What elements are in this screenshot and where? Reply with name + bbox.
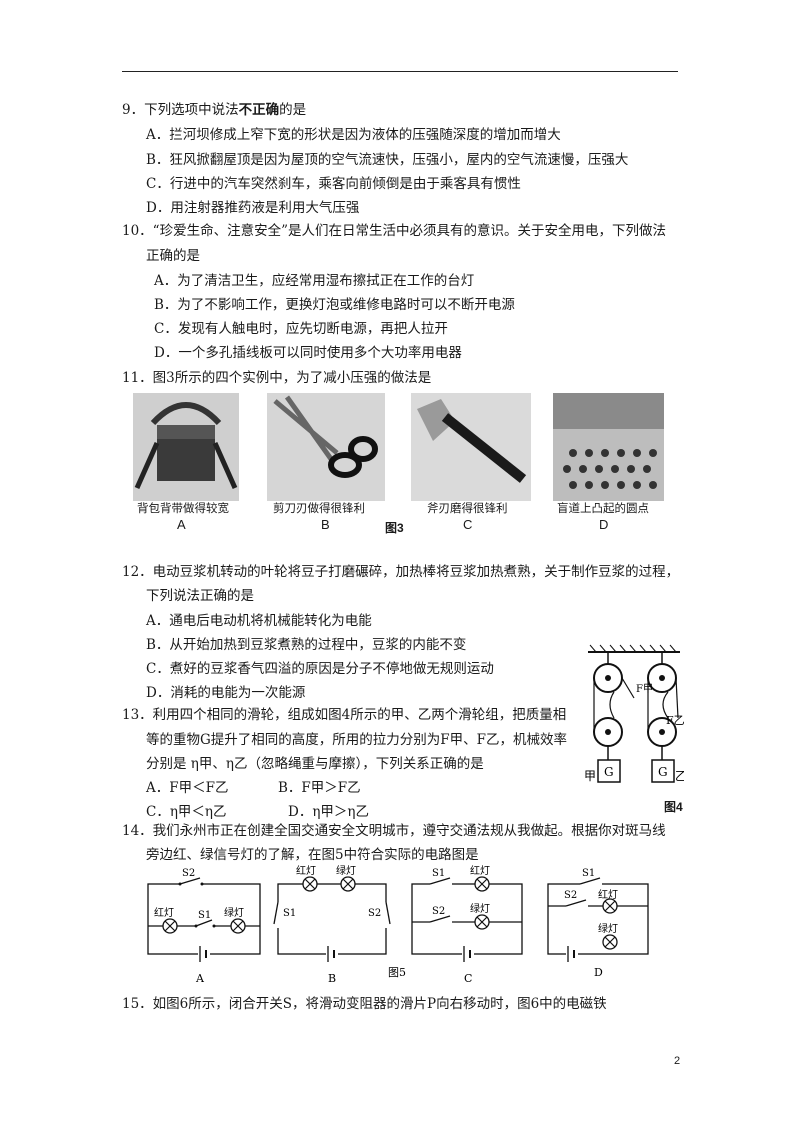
q14-stem-line2: 旁边红、绿信号灯的了解，在图5中符合实际的电路图是 [146,847,479,863]
caption-a: 背包背带做得较宽 [137,501,229,515]
weight-left-label: G [604,765,614,779]
photo-axe [411,393,531,501]
d-red-lamp-label: 红灯 [598,888,618,901]
q9-option-d: D．用注射器推药液是利用大气压强 [146,200,360,216]
q9-option-a: A．拦河坝修成上窄下宽的形状是因为液体的压强随深度的增加而增大 [146,127,561,143]
q9-stem: 9．下列选项中说法不正确的是 [122,101,306,119]
q11-stem: 11．图3所示的四个实例中，为了减小压强的做法是 [122,370,432,386]
q12-option-c: C．煮好的豆浆香气四溢的原因是分子不停地做无规则运动 [146,661,494,677]
caption-d: 盲道上凸起的圆点 [557,501,649,515]
figure-3-title: 图3 [385,521,404,535]
c-s1-label: S1 [432,868,445,879]
a-s1-label: S1 [198,910,211,921]
photo-tactile-paving [553,393,664,501]
q13-option-d: D．η甲＞η乙 [288,804,369,820]
caption-b: 剪刀刃做得很锋利 [273,501,365,515]
d-s2-label: S2 [564,890,577,901]
d-green-lamp-label: 绿灯 [598,922,618,935]
q12-option-a: A．通电后电动机将机械能转化为电能 [146,613,372,629]
q12-option-b: B．从开始加热到豆浆煮熟的过程中，豆浆的内能不变 [146,637,467,653]
q13-stem-line3: 分别是 η甲、η乙（忽略绳重与摩擦），下列关系正确的是 [146,756,484,772]
q9-stem-pre: 9．下列选项中说法 [122,102,239,118]
weight-right-label: G [658,765,668,779]
q10-stem-line2: 正确的是 [146,248,200,264]
letter-d: D [599,517,609,532]
circuit-letter-d: D [594,966,603,979]
circuit-letter-a: A [195,972,205,985]
photo-scissors [267,393,385,501]
q9-option-c: C．行进中的汽车突然刹车，乘客向前倾倒是由于乘客具有惯性 [146,176,521,192]
pulley-right-label: 乙 [675,769,684,783]
figure-4-pulleys: F甲 F乙 G G 甲 乙 [584,644,684,783]
q13-option-a: A．F甲＜F乙 [146,780,229,796]
b-s2-label: S2 [368,908,381,919]
b-red-lamp-label: 红灯 [296,864,316,877]
c-s2-label: S2 [432,906,445,917]
q10-option-d: D．一个多孔插线板可以同时使用多个大功率用电器 [154,345,462,361]
figure-5-circuits: S2 红灯 S1 绿灯 A 红灯 绿灯 S1 S2 B S1 红灯 S2 绿灯 … [147,864,649,985]
letter-b: B [321,517,330,532]
figure-5-title: 图5 [388,966,406,979]
force-right-label: F乙 [666,714,684,727]
q15-stem: 15．如图6所示，闭合开关S，将滑动变阻器的滑片P向右移动时，图6中的电磁铁 [122,996,607,1012]
header-rule [122,71,678,72]
q9-stem-post: 的是 [279,102,307,118]
photo-backpack [133,393,239,501]
q13-stem-line2: 等的重物G提升了相同的高度，所用的拉力分别为F甲、F乙，机械效率 [146,732,568,748]
q9-stem-bold: 不正确 [238,102,280,118]
figure-4-title: 图4 [664,800,683,814]
circuit-letter-c: C [464,972,472,985]
q10-stem-line1: 10．“珍爱生命、注意安全”是人们在日常生活中必须具有的意识。关于安全用电，下列… [122,223,666,239]
q13-option-c: C．η甲＜η乙 [146,804,227,820]
caption-c: 斧刃磨得很锋利 [427,501,508,515]
a-s2-label: S2 [182,868,195,879]
q13-option-b: B．F甲＞F乙 [278,780,361,796]
c-green-lamp-label: 绿灯 [470,902,490,915]
page-number: 2 [674,1055,681,1067]
c-red-lamp-label: 红灯 [470,864,490,877]
b-s1-label: S1 [283,908,296,919]
circuit-letter-b: B [328,972,336,985]
q14-stem-line1: 14．我们永州市正在创建全国交通安全文明城市，遵守交通法规从我做起。根据你对斑马… [122,823,666,839]
q9-option-b: B．狂风掀翻屋顶是因为屋顶的空气流速快，压强小，屋内的空气流速慢，压强大 [146,152,629,168]
q10-option-c: C．发现有人触电时，应先切断电源，再把人拉开 [154,321,448,337]
a-green-lamp-label: 绿灯 [224,906,244,919]
d-s1-label: S1 [582,868,595,879]
q10-option-b: B．为了不影响工作，更换灯泡或维修电路时可以不断开电源 [154,297,515,313]
pulley-left-label: 甲 [584,769,596,783]
q12-stem-line2: 下列说法正确的是 [146,588,254,604]
q10-option-a: A．为了清洁卫生，应经常用湿布擦拭正在工作的台灯 [154,273,475,289]
letter-a: A [177,517,186,532]
a-red-lamp-label: 红灯 [154,906,174,919]
figure-3: 背包背带做得较宽 A 剪刀刃做得很锋利 B 斧刃磨得很锋利 C [133,393,664,535]
q12-option-d: D．消耗的电能为一次能源 [146,685,306,701]
b-green-lamp-label: 绿灯 [336,864,356,877]
q13-stem-line1: 13．利用四个相同的滑轮，组成如图4所示的甲、乙两个滑轮组，把质量相 [122,707,567,723]
force-left-label: F甲 [636,684,653,695]
letter-c: C [463,517,473,532]
q12-stem-line1: 12．电动豆浆机转动的叶轮将豆子打磨碾碎，加热棒将豆浆加热煮熟，关于制作豆浆的过… [122,564,680,580]
